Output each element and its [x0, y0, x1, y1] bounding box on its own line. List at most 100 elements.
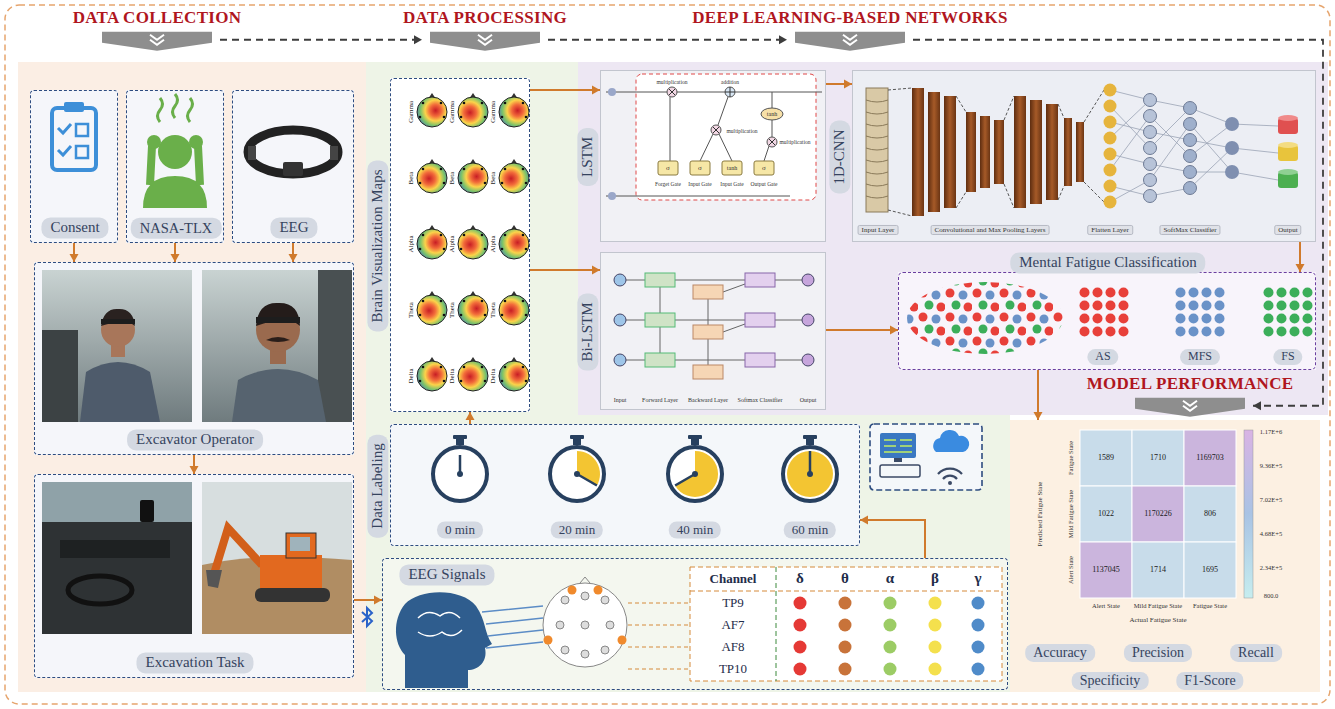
- axis-label: Mild Fatigue State: [1067, 490, 1074, 538]
- box-ground: [34, 474, 354, 678]
- flow-arrow: [913, 40, 1323, 406]
- bluetooth-icon: [362, 608, 372, 626]
- section-panel: DATA COLLECTIONConsentNASA-TLXEEGExcavat…: [18, 62, 366, 692]
- cnn-diagram: [1030, 100, 1042, 204]
- cnn-diagram: [912, 88, 924, 216]
- electrode-map: [544, 636, 553, 645]
- electrode-map: [543, 583, 627, 667]
- confusion-matrix: [1080, 430, 1132, 486]
- cnn-diagram: [1225, 117, 1239, 131]
- box-ground: [382, 558, 1008, 690]
- box-ground: [30, 90, 118, 243]
- electrode-map: [581, 621, 589, 629]
- cnn-diagram: [1076, 122, 1084, 182]
- stopwatch-icon: [433, 435, 837, 501]
- input-box: NASA-TLX: [126, 90, 224, 243]
- cnn-diagram: [1278, 115, 1298, 121]
- cnn-diagram: [1144, 190, 1157, 203]
- connector: [860, 520, 925, 558]
- network-label: Softmax Classifier: [738, 397, 783, 404]
- topographic-map: [499, 225, 529, 259]
- band-table: [776, 567, 777, 681]
- table-header: θ: [841, 570, 849, 587]
- band-table: [839, 641, 852, 654]
- cnn-diagram: [1104, 100, 1117, 113]
- band-table: [794, 619, 807, 632]
- stopwatch-icon: [460, 451, 810, 486]
- computer-cloud-icon: [933, 430, 969, 452]
- electrode-map: [628, 603, 690, 669]
- matrix-value: 1169703: [1196, 453, 1224, 462]
- excavation-photo: [206, 570, 222, 588]
- matrix-value: 806: [1204, 509, 1216, 518]
- lstm-cell-diagram: [767, 137, 777, 147]
- band-label: Gamma: [407, 101, 415, 123]
- network-label: σ: [762, 164, 766, 172]
- table-header: β: [931, 570, 939, 587]
- topographic-map: [499, 291, 529, 325]
- connector: [826, 329, 898, 331]
- lstm-cell-diagram: [713, 127, 719, 133]
- cnn-diagram: [1184, 166, 1197, 179]
- table-cell: AF7: [721, 618, 744, 633]
- electrode-map: [561, 596, 569, 604]
- cnn-diagram: [1278, 169, 1298, 175]
- tag-pill: Precision: [1124, 644, 1192, 662]
- tag-pill: 20 min: [551, 522, 603, 539]
- cnn-diagram: [1144, 94, 1157, 107]
- operator-photo: [256, 317, 300, 323]
- lstm-cell-diagram: [636, 74, 816, 200]
- matrix-value: 1695: [1202, 565, 1218, 574]
- section-heading: DATA PROCESSING: [403, 8, 567, 28]
- band-table: [690, 591, 1002, 592]
- eeg-headband-icon: [283, 162, 303, 176]
- tag-pill: Accuracy: [1025, 644, 1095, 662]
- lstm-cell-diagram: [608, 88, 616, 96]
- band-label: Beta: [489, 172, 497, 185]
- cnn-diagram: [1104, 148, 1117, 161]
- topographic-map: [417, 93, 529, 391]
- lstm-cell-diagram: [669, 89, 675, 95]
- excavation-photo: [255, 588, 330, 602]
- axis-label: 7.02E+5: [1260, 496, 1282, 503]
- consent-icon: [58, 124, 71, 155]
- band-table: [972, 663, 985, 676]
- cnn-diagram: [1184, 134, 1197, 147]
- section-ground: [1010, 420, 1320, 692]
- confusion-matrix: [1184, 430, 1236, 486]
- network-label: multiplication: [780, 139, 811, 145]
- cnn-diagram: [1225, 165, 1239, 179]
- consent-icon: [64, 102, 84, 112]
- computer-cloud-icon: [870, 424, 982, 490]
- flow-arrow: [913, 40, 1323, 411]
- cnn-diagram: [1144, 174, 1157, 187]
- arrow-head: [70, 254, 79, 262]
- eeg-head-figure: [482, 606, 543, 648]
- band-label: Gamma: [489, 101, 497, 123]
- box-ground: [126, 90, 224, 243]
- computer-cloud-icon: [870, 424, 982, 490]
- operator-photo: [42, 270, 352, 422]
- box-ground: [852, 70, 1316, 242]
- lstm-cell-diagram: [722, 161, 742, 175]
- connector: [70, 243, 79, 262]
- box-ground: [390, 424, 860, 546]
- signals-box: EEG Signals: [382, 558, 1008, 690]
- model-box: LSTM: [600, 70, 826, 242]
- topographic-map: [458, 159, 488, 193]
- band-label: Alpha: [448, 235, 456, 252]
- band-label: Theta: [407, 302, 415, 318]
- input-box: Consent: [30, 90, 118, 243]
- network-label: Output Gate: [750, 181, 777, 187]
- stopwatch-icon: [574, 471, 580, 477]
- electrode-map: [606, 621, 614, 629]
- cnn-diagram: [1104, 196, 1117, 209]
- band-label: Delta: [489, 368, 497, 383]
- operator-photo: [42, 270, 192, 422]
- band-label: Beta: [407, 172, 415, 185]
- lstm-cell-diagram: [606, 196, 790, 197]
- topographic-map: [458, 93, 488, 127]
- electrode-map: [601, 646, 609, 654]
- topographic-map: [499, 93, 529, 127]
- axis-label: Fatigue State: [1067, 441, 1074, 475]
